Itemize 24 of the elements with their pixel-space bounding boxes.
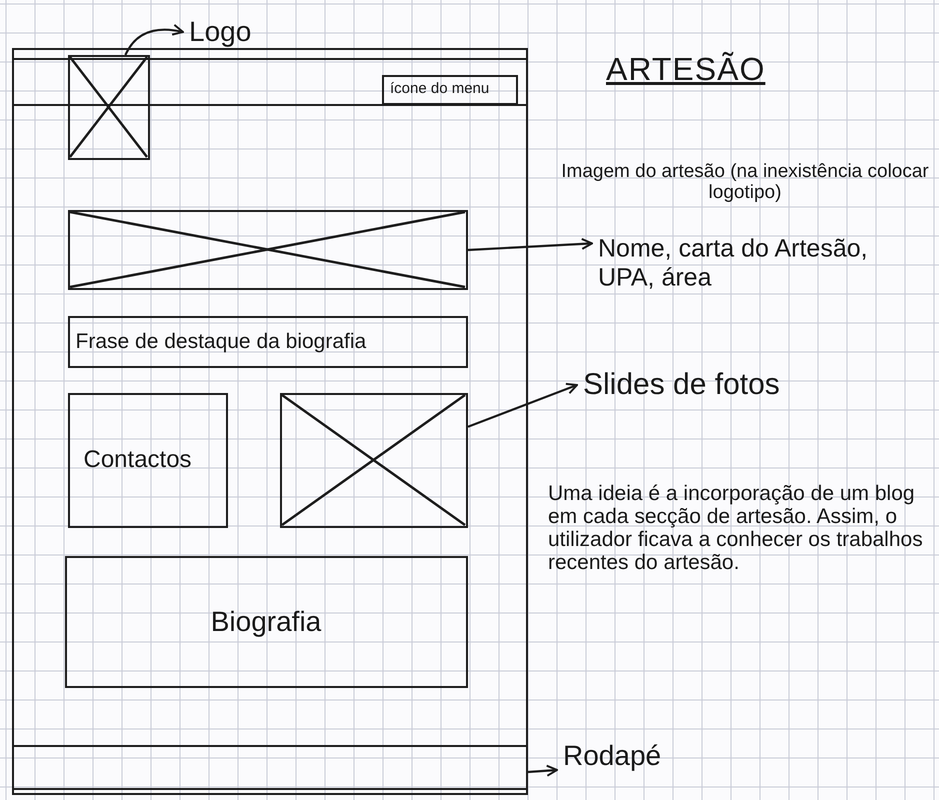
annotation: Nome, carta do Artesão, UPA, área xyxy=(598,234,869,292)
section-label: Contactos xyxy=(84,446,193,474)
biography-section xyxy=(64,556,468,688)
note-text: Uma ideia é a incorporação de um blog em cada secção de artesão. Assim, o utilizador ficava a conhecer os trabalhos recentes do artesão. xyxy=(548,482,924,574)
arrow xyxy=(468,238,593,252)
footer-bar xyxy=(12,744,528,790)
contact-section xyxy=(68,392,228,528)
arrow xyxy=(468,382,578,428)
image-placeholder xyxy=(68,54,150,160)
annotation: Slides de fotos xyxy=(583,368,781,402)
arrow xyxy=(124,24,184,56)
page-frame xyxy=(12,48,528,795)
section-label: Biografia xyxy=(210,605,322,638)
image-placeholder xyxy=(280,392,468,528)
header-bar xyxy=(12,58,528,106)
section-label: Frase de destaque da biografia xyxy=(76,329,368,354)
annotation: Imagem do artesão (na inexistência colocar logotipo) xyxy=(560,162,930,204)
annotation: Rodapé xyxy=(563,740,662,772)
image-placeholder xyxy=(68,210,468,290)
menu-button: ícone do menu xyxy=(382,75,518,105)
arrow xyxy=(528,764,558,777)
text-section xyxy=(68,316,468,368)
heading: ARTESÃO xyxy=(606,52,766,88)
annotation: Logo xyxy=(189,16,252,48)
